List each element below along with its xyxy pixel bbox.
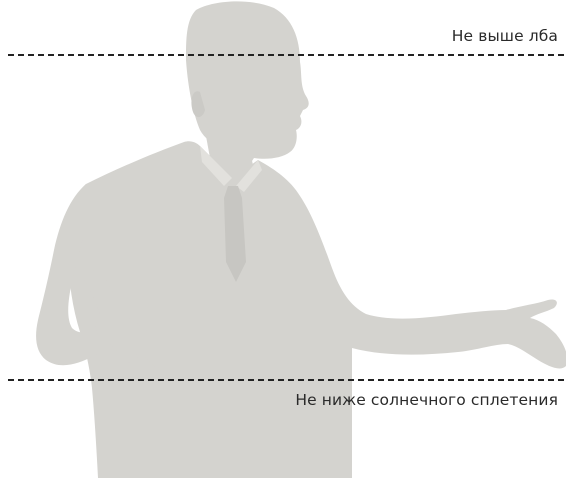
upper-limit-dashed-line [8,54,564,56]
lower-limit-dashed-line [8,379,564,381]
lower-limit-label: Не ниже солнечного сплетения [295,391,558,409]
upper-limit-label: Не выше лба [451,27,558,45]
